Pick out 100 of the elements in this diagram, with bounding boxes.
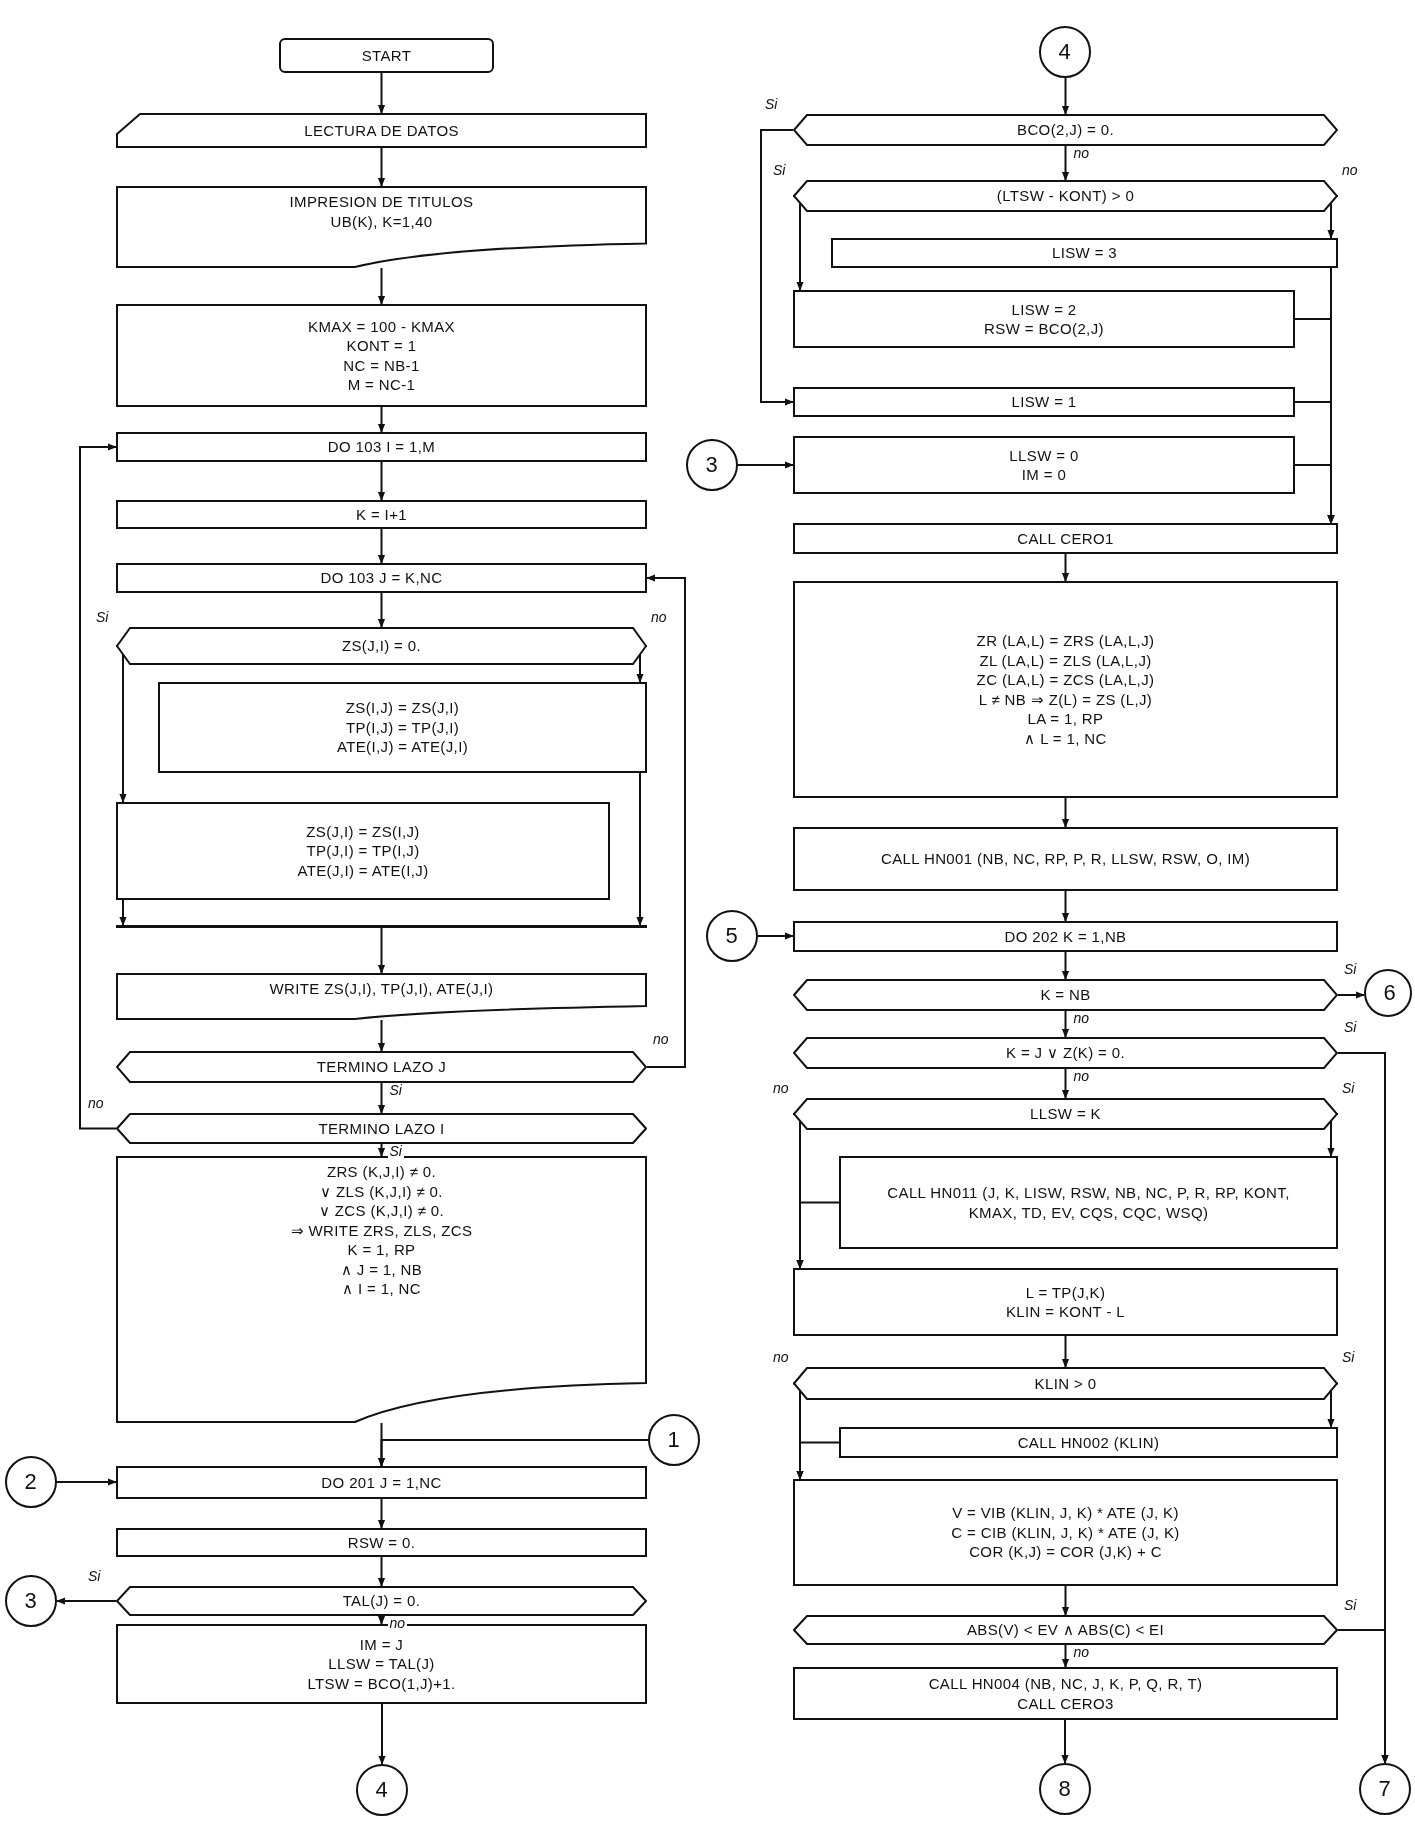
flow-arrow <box>1061 1585 1070 1616</box>
statement-text: ZRS (K,J,I) ≠ 0. <box>326 1162 437 1182</box>
statement-text: LECTURA DE DATOS <box>304 120 459 141</box>
statement-text: L = TP(J,K) <box>1025 1282 1106 1302</box>
edge-label: Si <box>387 1083 404 1097</box>
statement-text: KONT = 1 <box>346 336 417 356</box>
statement-text: C = CIB (KLIN, J, K) * ATE (J, K) <box>951 1522 1180 1543</box>
statement-text: ∨ ZLS (K,J,I) ≠ 0. <box>320 1181 443 1201</box>
statement-text: IM = J <box>359 1634 404 1655</box>
connector-number: 7 <box>1378 1774 1392 1803</box>
statement-text: LA = 1, RP <box>1027 709 1104 729</box>
edge-label: Si <box>94 610 111 624</box>
statement-text: ZS(J,I) = 0. <box>341 636 422 656</box>
statement-text: K = J ∨ Z(K) = 0. <box>1005 1043 1126 1063</box>
flow-arrow <box>377 461 386 501</box>
document-shape <box>116 973 647 1020</box>
statement-text: ∧ I = 1, NC <box>342 1279 421 1299</box>
terminal-box <box>279 38 494 73</box>
edge-label: Si <box>387 1144 404 1158</box>
process-box <box>116 563 647 593</box>
statement-text: TP(J,I) = TP(I,J) <box>306 841 420 861</box>
process-box <box>831 238 1338 268</box>
process-box <box>793 827 1338 891</box>
process-box <box>116 1528 647 1557</box>
flow-arrow <box>377 147 386 187</box>
connector-number: 2 <box>24 1467 38 1496</box>
statement-text: CALL HN004 (NB, NC, J, K, P, Q, R, T) <box>928 1674 1203 1694</box>
flow-arrow <box>1061 1644 1070 1668</box>
statement-text: RSW = BCO(2,J) <box>984 319 1104 339</box>
statement-text: ATE(J,I) = ATE(I,J) <box>297 860 429 881</box>
process-box <box>793 436 1295 494</box>
statement-text: COR (K,J) = COR (J,K) + C <box>969 1542 1162 1562</box>
edge-label: Si <box>1340 1081 1357 1095</box>
flow-arrow <box>1337 991 1365 999</box>
statement-text: ABS(V) < EV ∧ ABS(C) < EI <box>966 1620 1165 1640</box>
process-box <box>793 290 1295 348</box>
statement-text: KLIN = KONT - L <box>1005 1302 1126 1322</box>
flow-arrow <box>377 1082 386 1114</box>
flow-arrow <box>377 406 386 433</box>
edge-label: Si <box>763 97 780 111</box>
process-box <box>793 1667 1338 1720</box>
flow-arrow <box>119 899 127 926</box>
flow-arrow <box>796 1201 840 1269</box>
flow-arrow <box>56 1478 117 1486</box>
flow-arrow <box>1061 77 1070 115</box>
flow-arrow <box>377 1615 386 1625</box>
process-box <box>158 682 647 773</box>
statement-text: DO 202 K = 1,NB <box>1004 926 1127 947</box>
edge-label: Si <box>86 1569 103 1583</box>
flow-arrow <box>1337 1629 1389 1764</box>
merge-bar <box>116 925 647 928</box>
statement-text: TP(I,J) = TP(J,I) <box>345 717 460 738</box>
statement-text: DO 103 I = 1,M <box>327 437 436 457</box>
flow-arrow <box>737 461 794 469</box>
flow-arrow <box>1061 951 1070 980</box>
statement-text: ⇒ WRITE ZRS, ZLS, ZCS <box>290 1220 473 1240</box>
statement-text: ZS(I,J) = ZS(J,I) <box>345 698 460 718</box>
process-box <box>793 387 1295 417</box>
process-box <box>116 304 647 407</box>
flow-arrow <box>79 443 117 1130</box>
flow-arrow <box>377 927 386 974</box>
statement-text: DO 201 J = 1,NC <box>321 1472 442 1493</box>
connector-number: 3 <box>24 1586 38 1615</box>
statement-text: LLSW = 0 <box>1009 445 1079 465</box>
statement-text: ZS(J,I) = ZS(I,J) <box>306 821 420 842</box>
process-box <box>793 581 1338 798</box>
flow-arrow <box>377 1498 386 1529</box>
statement-text: LISW = 3 <box>1051 243 1118 263</box>
statement-text: L ≠ NB ⇒ Z(L) = ZS (L,J) <box>978 689 1153 709</box>
statement-text: ZL (LA,L) = ZLS (LA,L,J) <box>979 650 1152 670</box>
statement-text: IMPRESION DE TITULOS <box>289 192 474 212</box>
flow-arrow <box>377 1439 649 1467</box>
statement-text: K = 1, RP <box>347 1240 416 1260</box>
flow-arrow <box>636 772 644 926</box>
flow-arrow <box>377 528 386 564</box>
edge-label: Si <box>771 163 788 177</box>
statement-text: LISW = 1 <box>1011 392 1077 412</box>
statement-text: TERMINO LAZO I <box>318 1118 445 1139</box>
statement-text: M = NC-1 <box>347 375 416 395</box>
statement-text: (LTSW - KONT) > 0 <box>996 186 1135 206</box>
statement-text: DO 103 J = K,NC <box>320 568 443 588</box>
edge-label: Si <box>1342 962 1359 976</box>
document-shape <box>116 186 647 268</box>
flow-arrow <box>377 72 386 114</box>
flow-arrow <box>1061 145 1070 181</box>
process-box <box>793 1479 1338 1586</box>
statement-text: K = I+1 <box>356 504 407 525</box>
process-box <box>116 432 647 462</box>
statement-text: NC = NB-1 <box>343 355 420 375</box>
statement-text: ∧ L = 1, NC <box>1024 728 1107 748</box>
flow-arrow <box>377 1019 386 1052</box>
statement-text: LTSW = BCO(1,J)+1. <box>307 1673 456 1694</box>
document-shape <box>116 1156 647 1423</box>
statement-text: WRITE ZS(J,I), TP(J,I), ATE(J,I) <box>269 979 494 999</box>
statement-text: ZC (LA,L) = ZCS (LA,L,J) <box>976 670 1155 690</box>
statement-text: LLSW = TAL(J) <box>328 1654 435 1674</box>
statement-text: CALL HN011 (J, K, LISW, RSW, NB, NC, P, R, RP, KONT, KMAX, TD, EV, CQS, CQC, WSQ) <box>886 1183 1291 1222</box>
connector-number: 1 <box>667 1425 681 1454</box>
connector-number: 4 <box>1058 37 1072 66</box>
process-box <box>793 523 1338 554</box>
